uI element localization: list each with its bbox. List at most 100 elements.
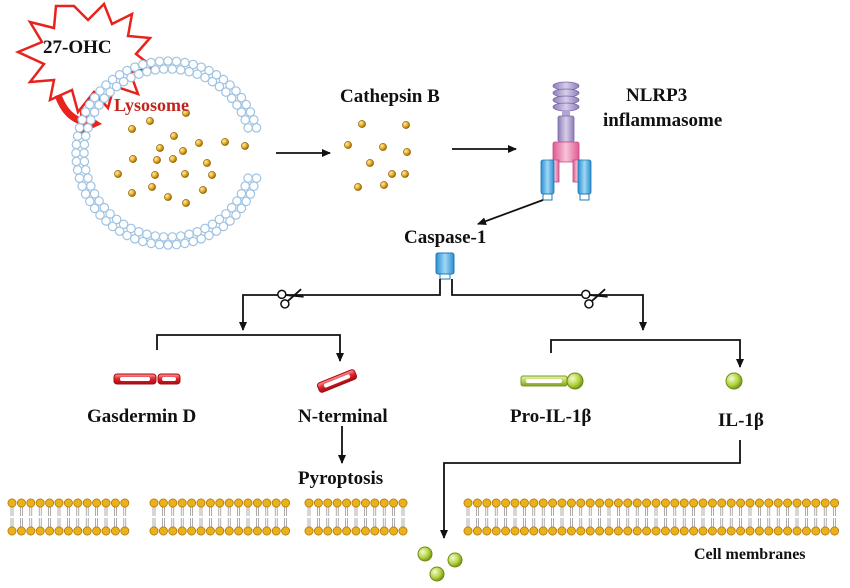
lipid-head — [252, 526, 262, 536]
granule-dot — [199, 186, 207, 194]
lipid-head — [463, 498, 473, 508]
vesicle-bead — [207, 76, 218, 87]
caspase-1-label: Caspase-1 — [404, 227, 487, 248]
vesicle-bead — [232, 196, 242, 206]
vesicle-bead — [167, 64, 178, 74]
lipid-head — [54, 498, 64, 508]
lipid-head — [82, 498, 92, 508]
lipid-head — [120, 498, 130, 508]
gasdermin-d-icon — [113, 373, 181, 385]
vesicle-bead — [154, 239, 165, 250]
vesicle-bead — [142, 66, 152, 77]
vesicle-bead — [85, 99, 95, 110]
vesicle-bead — [211, 226, 222, 236]
granule-dot — [221, 138, 229, 146]
vesicle-bead — [171, 239, 182, 250]
caspase1-icon — [435, 252, 455, 280]
lipid-head — [538, 498, 548, 508]
lipid-head — [224, 526, 234, 536]
vesicle-bead — [240, 115, 250, 125]
lipid-head — [698, 498, 708, 508]
lipid-head — [92, 498, 102, 508]
lipid-head — [196, 526, 206, 536]
lipid-head — [801, 526, 811, 536]
lipid-head — [754, 526, 764, 536]
nlrp3-inflammasome-icon — [540, 81, 592, 201]
lysosome-vesicle — [71, 56, 262, 250]
lipid-head — [613, 526, 623, 536]
lipid-head — [764, 498, 774, 508]
lipid-head — [73, 526, 83, 536]
lipid-head — [707, 498, 717, 508]
vesicle-bead — [218, 74, 229, 85]
vesicle-bead — [196, 62, 206, 72]
vesicle-bead — [249, 115, 259, 125]
granule-dot — [388, 170, 396, 178]
lipid-head — [510, 526, 520, 536]
vesicle-bead — [226, 93, 237, 104]
lipid-head — [323, 526, 333, 536]
lipid-head — [463, 526, 473, 536]
vesicle-bead — [107, 74, 118, 85]
vesicle-bead — [101, 216, 111, 226]
lipid-head — [482, 526, 492, 536]
vesicle-bead — [245, 107, 256, 117]
lipid-head — [177, 526, 187, 536]
lipid-head — [398, 498, 408, 508]
vesicle-bead — [134, 69, 144, 79]
secreted-il1b-particles — [417, 546, 463, 582]
vesicle-bead — [225, 80, 235, 90]
lysosome-granules — [114, 109, 249, 207]
lipid-head — [745, 498, 755, 508]
vesicle-bead — [72, 165, 83, 175]
lipid-head — [82, 526, 92, 536]
vesicle-bead — [134, 227, 144, 237]
lipid-head — [783, 526, 793, 536]
lipid-head — [7, 498, 17, 508]
vesicle-bead — [200, 72, 210, 83]
lipid-head — [717, 526, 727, 536]
lipid-head — [689, 498, 699, 508]
vesicle-bead — [232, 100, 242, 110]
granule-dot — [403, 148, 411, 156]
granule-dot — [358, 120, 366, 128]
vesicle-bead — [79, 148, 89, 158]
lipid-head — [613, 498, 623, 508]
lipid-head — [26, 526, 36, 536]
lipid-head — [332, 498, 342, 508]
lipid-head — [472, 498, 482, 508]
vesicle-bead — [95, 210, 105, 220]
nlrp3-label: NLRP3 — [626, 85, 688, 106]
vesicle-bead — [204, 230, 214, 241]
lipid-head — [510, 498, 520, 508]
lipid-head — [262, 498, 272, 508]
lipid-head — [632, 498, 642, 508]
lipid-head — [519, 526, 529, 536]
vesicle-bead — [221, 87, 231, 97]
lipid-head — [792, 498, 802, 508]
lipid-head — [745, 526, 755, 536]
il1b-icon — [725, 372, 743, 390]
lysosome-label: Lysosome — [114, 95, 190, 115]
vesicle-bead — [249, 181, 259, 191]
vesicle-bead — [225, 216, 235, 226]
vesicle-bead — [94, 196, 104, 206]
vesicle-bead — [221, 209, 231, 219]
lipid-head — [557, 498, 567, 508]
lipid-head — [360, 498, 370, 508]
lipid-head — [726, 526, 736, 536]
vesicle-bead — [163, 56, 173, 66]
lipid-head — [101, 526, 111, 536]
vesicle-bead — [231, 86, 241, 96]
vesicle-bead — [80, 189, 91, 199]
lipid-head — [548, 498, 558, 508]
lipid-head — [501, 498, 511, 508]
scissors-icon-left — [277, 288, 304, 309]
vesicle-bead — [77, 115, 87, 125]
lipid-head — [54, 526, 64, 536]
granule-dot — [401, 170, 409, 178]
lipid-head — [707, 526, 717, 536]
vesicle-bead — [241, 196, 251, 207]
lipid-head — [820, 526, 830, 536]
